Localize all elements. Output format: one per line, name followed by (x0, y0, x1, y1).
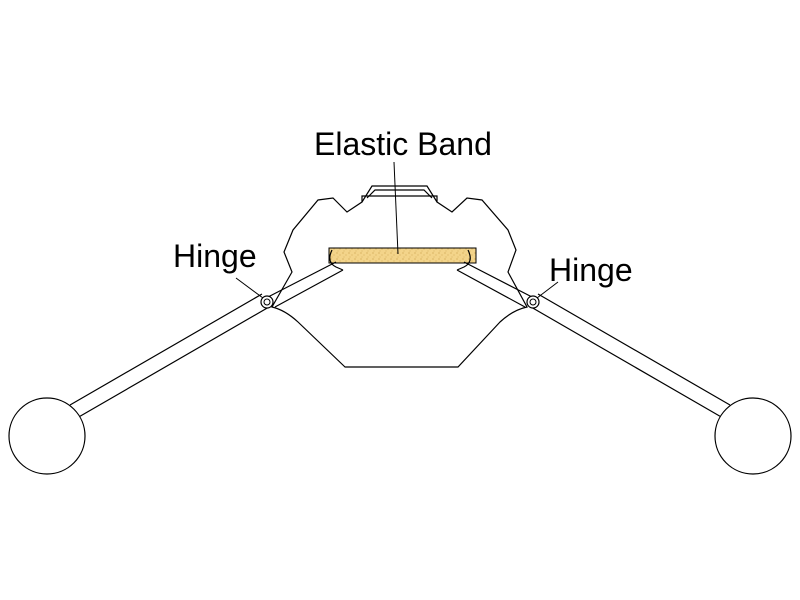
right-hinge-label: Hinge (549, 252, 633, 288)
left-hinge-pivot-inner (263, 298, 271, 306)
right-hinge-pivot (526, 295, 540, 309)
elastic-band-label: Elastic Band (314, 126, 492, 162)
left-arm-lower (69, 293, 270, 419)
left-hinge-label: Hinge (173, 238, 257, 274)
left-hinge-pivot (260, 295, 274, 309)
elastic-band-leader-line (393, 161, 399, 255)
elastic-band (328, 247, 477, 264)
central-body (271, 195, 528, 368)
right-hinge-pivot-inner (529, 298, 537, 306)
left-hinge-leader-line (235, 277, 264, 299)
right-arm-upper-end (456, 249, 471, 271)
right-arm-lower (530, 293, 731, 419)
top-cap-inner (366, 189, 433, 199)
right-arm-upper (456, 261, 533, 308)
left-arm-upper (267, 261, 344, 308)
right-hinge-leader-line (536, 281, 559, 299)
top-cap (361, 185, 438, 203)
left-weight (8, 397, 86, 475)
left-arm-upper-end (329, 249, 344, 271)
right-weight (714, 397, 792, 475)
